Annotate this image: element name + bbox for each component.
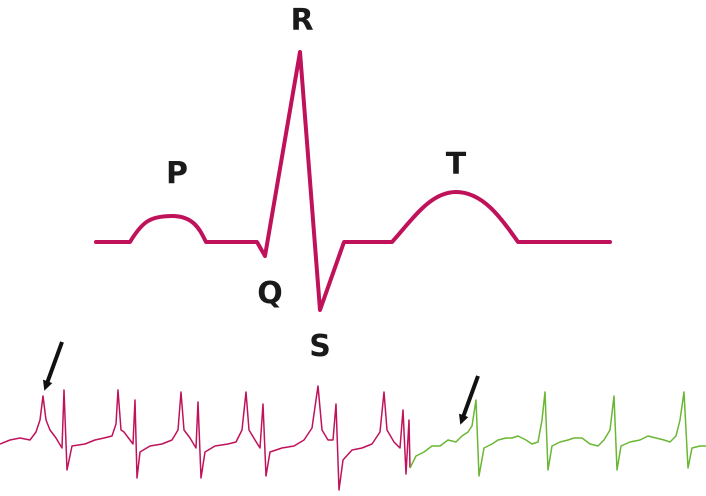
label-r: R	[290, 3, 313, 38]
pqrst-waveform	[94, 50, 612, 312]
rhythm-strip-normal	[0, 385, 411, 491]
label-p: P	[166, 156, 188, 191]
arrow-icon	[459, 375, 480, 425]
label-q: Q	[257, 276, 283, 311]
arrow-icon	[43, 341, 64, 391]
label-s: S	[309, 329, 331, 364]
label-t: T	[446, 147, 467, 182]
rhythm-strip-abnormal	[409, 391, 706, 477]
